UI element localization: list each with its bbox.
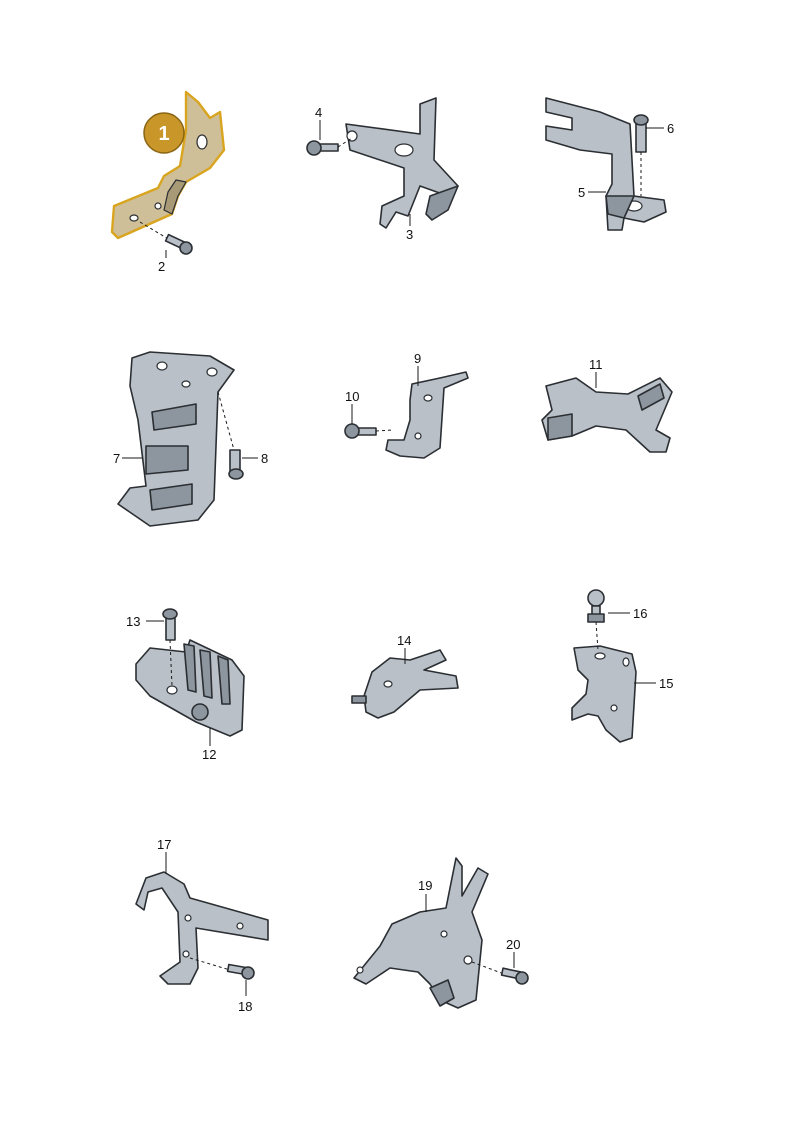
label-19: 19 <box>418 878 432 893</box>
part-19-hinge-plate[interactable]: 19 <box>353 857 489 1009</box>
label-2: 2 <box>158 259 165 274</box>
label-14: 14 <box>397 633 411 648</box>
label-17: 17 <box>157 837 171 852</box>
label-6: 6 <box>667 121 674 136</box>
label-20: 20 <box>506 937 520 952</box>
part-3-bracket[interactable]: 3 <box>345 97 459 242</box>
part-1-bracket[interactable] <box>110 90 226 240</box>
part-18-screw[interactable]: 18 <box>189 957 255 1014</box>
part-15-bracket[interactable]: 15 <box>571 645 673 743</box>
label-8: 8 <box>261 451 268 466</box>
part-1-badge[interactable]: 1 <box>143 112 185 154</box>
part-14-bracket[interactable]: 14 <box>351 633 459 719</box>
label-16: 16 <box>633 606 647 621</box>
part-20-screw[interactable]: 20 <box>471 937 529 985</box>
badge-label: 1 <box>158 123 169 145</box>
label-3: 3 <box>406 227 413 242</box>
part-4-screw[interactable]: 4 <box>306 105 353 156</box>
label-12: 12 <box>202 747 216 762</box>
label-11: 11 <box>589 357 603 372</box>
part-7-mount-bracket[interactable]: 7 <box>113 351 235 527</box>
part-6-bolt[interactable]: 6 <box>633 114 674 196</box>
label-7: 7 <box>113 451 120 466</box>
label-18: 18 <box>238 999 252 1014</box>
part-9-bracket[interactable]: 9 <box>385 351 469 459</box>
part-11-bracket[interactable]: 11 <box>541 357 673 453</box>
part-8-screw[interactable]: 8 <box>217 391 268 480</box>
label-15: 15 <box>659 676 673 691</box>
part-12-holder[interactable]: 12 <box>135 639 245 762</box>
label-4: 4 <box>315 105 322 120</box>
part-13-screw[interactable]: 13 <box>126 608 178 687</box>
label-13: 13 <box>126 614 140 629</box>
label-5: 5 <box>578 185 585 200</box>
part-2-screw[interactable]: 2 <box>139 221 193 274</box>
label-9: 9 <box>414 351 421 366</box>
part-5-hinge-bracket[interactable]: 5 <box>545 97 667 231</box>
part-10-screw[interactable]: 10 <box>344 389 393 439</box>
part-16-ball-stud[interactable]: 16 <box>587 589 647 651</box>
label-10: 10 <box>345 389 359 404</box>
part-17-bracket[interactable]: 17 <box>135 837 269 985</box>
